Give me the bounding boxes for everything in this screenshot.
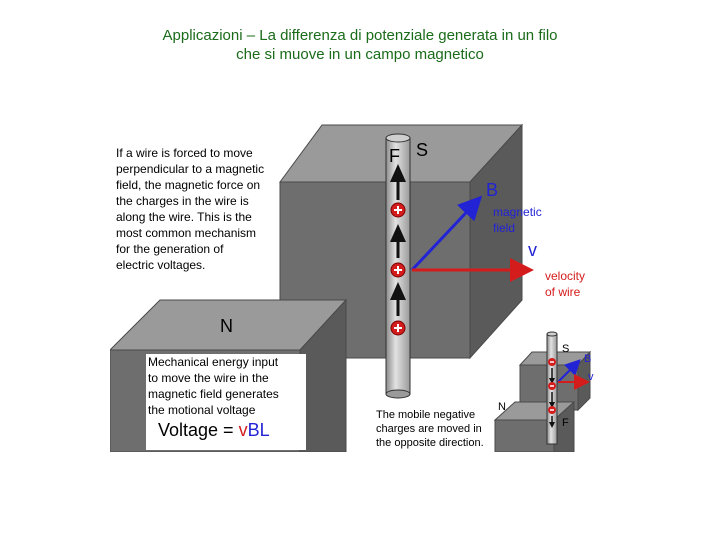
title-line-2: che si muove in un campo magnetico <box>236 46 484 63</box>
south-magnet-side <box>469 123 523 360</box>
inset-label-S: S <box>562 343 570 355</box>
voltage-formula: Voltage = vBL <box>158 420 270 440</box>
slide-title: Applicazioni – La differenza di potenzia… <box>0 26 720 64</box>
inset-label-F: F <box>562 417 569 429</box>
force-arrows <box>390 164 406 316</box>
magnetic-field-vector <box>410 195 483 272</box>
motional-emf-diagram: S F N B v magnetic field velocity of wir… <box>110 120 610 452</box>
magnetic-field-label: magnetic field <box>493 205 542 235</box>
positive-charges <box>390 202 406 336</box>
label-N: N <box>220 316 233 336</box>
label-S: S <box>416 140 429 160</box>
label-F: F <box>389 146 400 166</box>
explanation-caption: If a wire is forced to move perpendicula… <box>114 145 267 273</box>
wire-bottom <box>385 389 411 399</box>
title-line-1: Applicazioni – La differenza di potenzia… <box>162 27 558 44</box>
wire-top <box>385 133 411 143</box>
label-B: B <box>486 180 499 200</box>
inset-label-v: v <box>588 371 594 383</box>
mobile-charges-caption: The mobile negative charges are moved in… <box>374 408 486 450</box>
inset-label-B: B <box>584 353 592 365</box>
inset-label-N: N <box>498 401 506 413</box>
velocity-of-wire-label: velocity of wire <box>545 269 586 299</box>
energy-caption: Mechanical energy input to move the wire… <box>146 354 306 450</box>
inset-diagram <box>493 331 592 452</box>
label-v: v <box>528 240 537 260</box>
